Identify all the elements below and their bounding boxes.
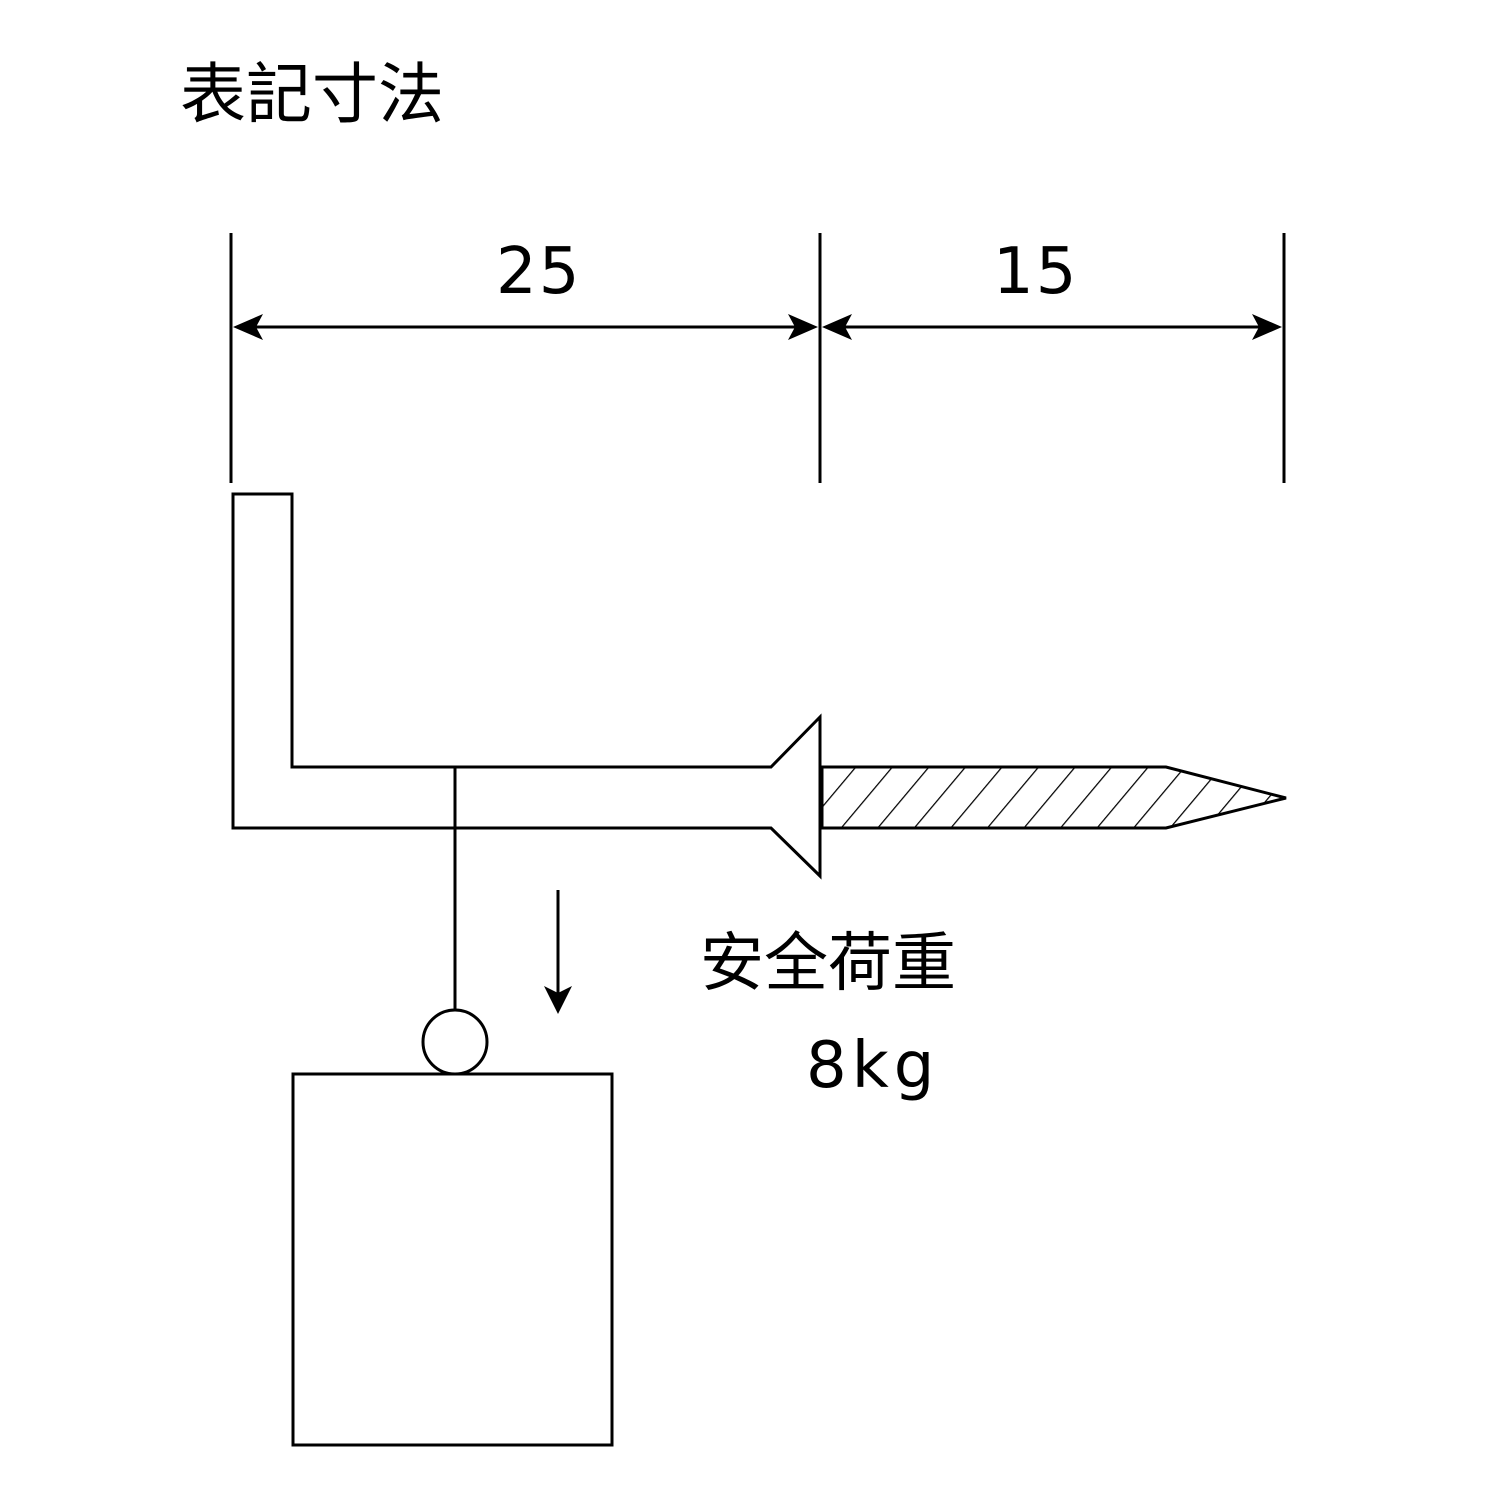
arrowhead-screw-left <box>822 314 852 340</box>
load-direction-arrowhead <box>544 986 572 1014</box>
safe-load-value: 8kg <box>806 1029 940 1103</box>
dimension-label-screw: 15 <box>993 235 1079 309</box>
arrowhead-hook-right <box>788 314 818 340</box>
dimension-label-hook: 25 <box>496 235 582 309</box>
diagram-title: 表記寸法 <box>180 56 444 133</box>
arrowhead-screw-right <box>1252 314 1282 340</box>
hanging-ring <box>421 1008 489 1076</box>
hook-body <box>231 492 822 880</box>
arrowhead-hook-left <box>233 314 263 340</box>
load-weight-box <box>291 1072 614 1447</box>
screw-thread <box>820 765 1287 830</box>
safe-load-label: 安全荷重 <box>700 927 956 1001</box>
